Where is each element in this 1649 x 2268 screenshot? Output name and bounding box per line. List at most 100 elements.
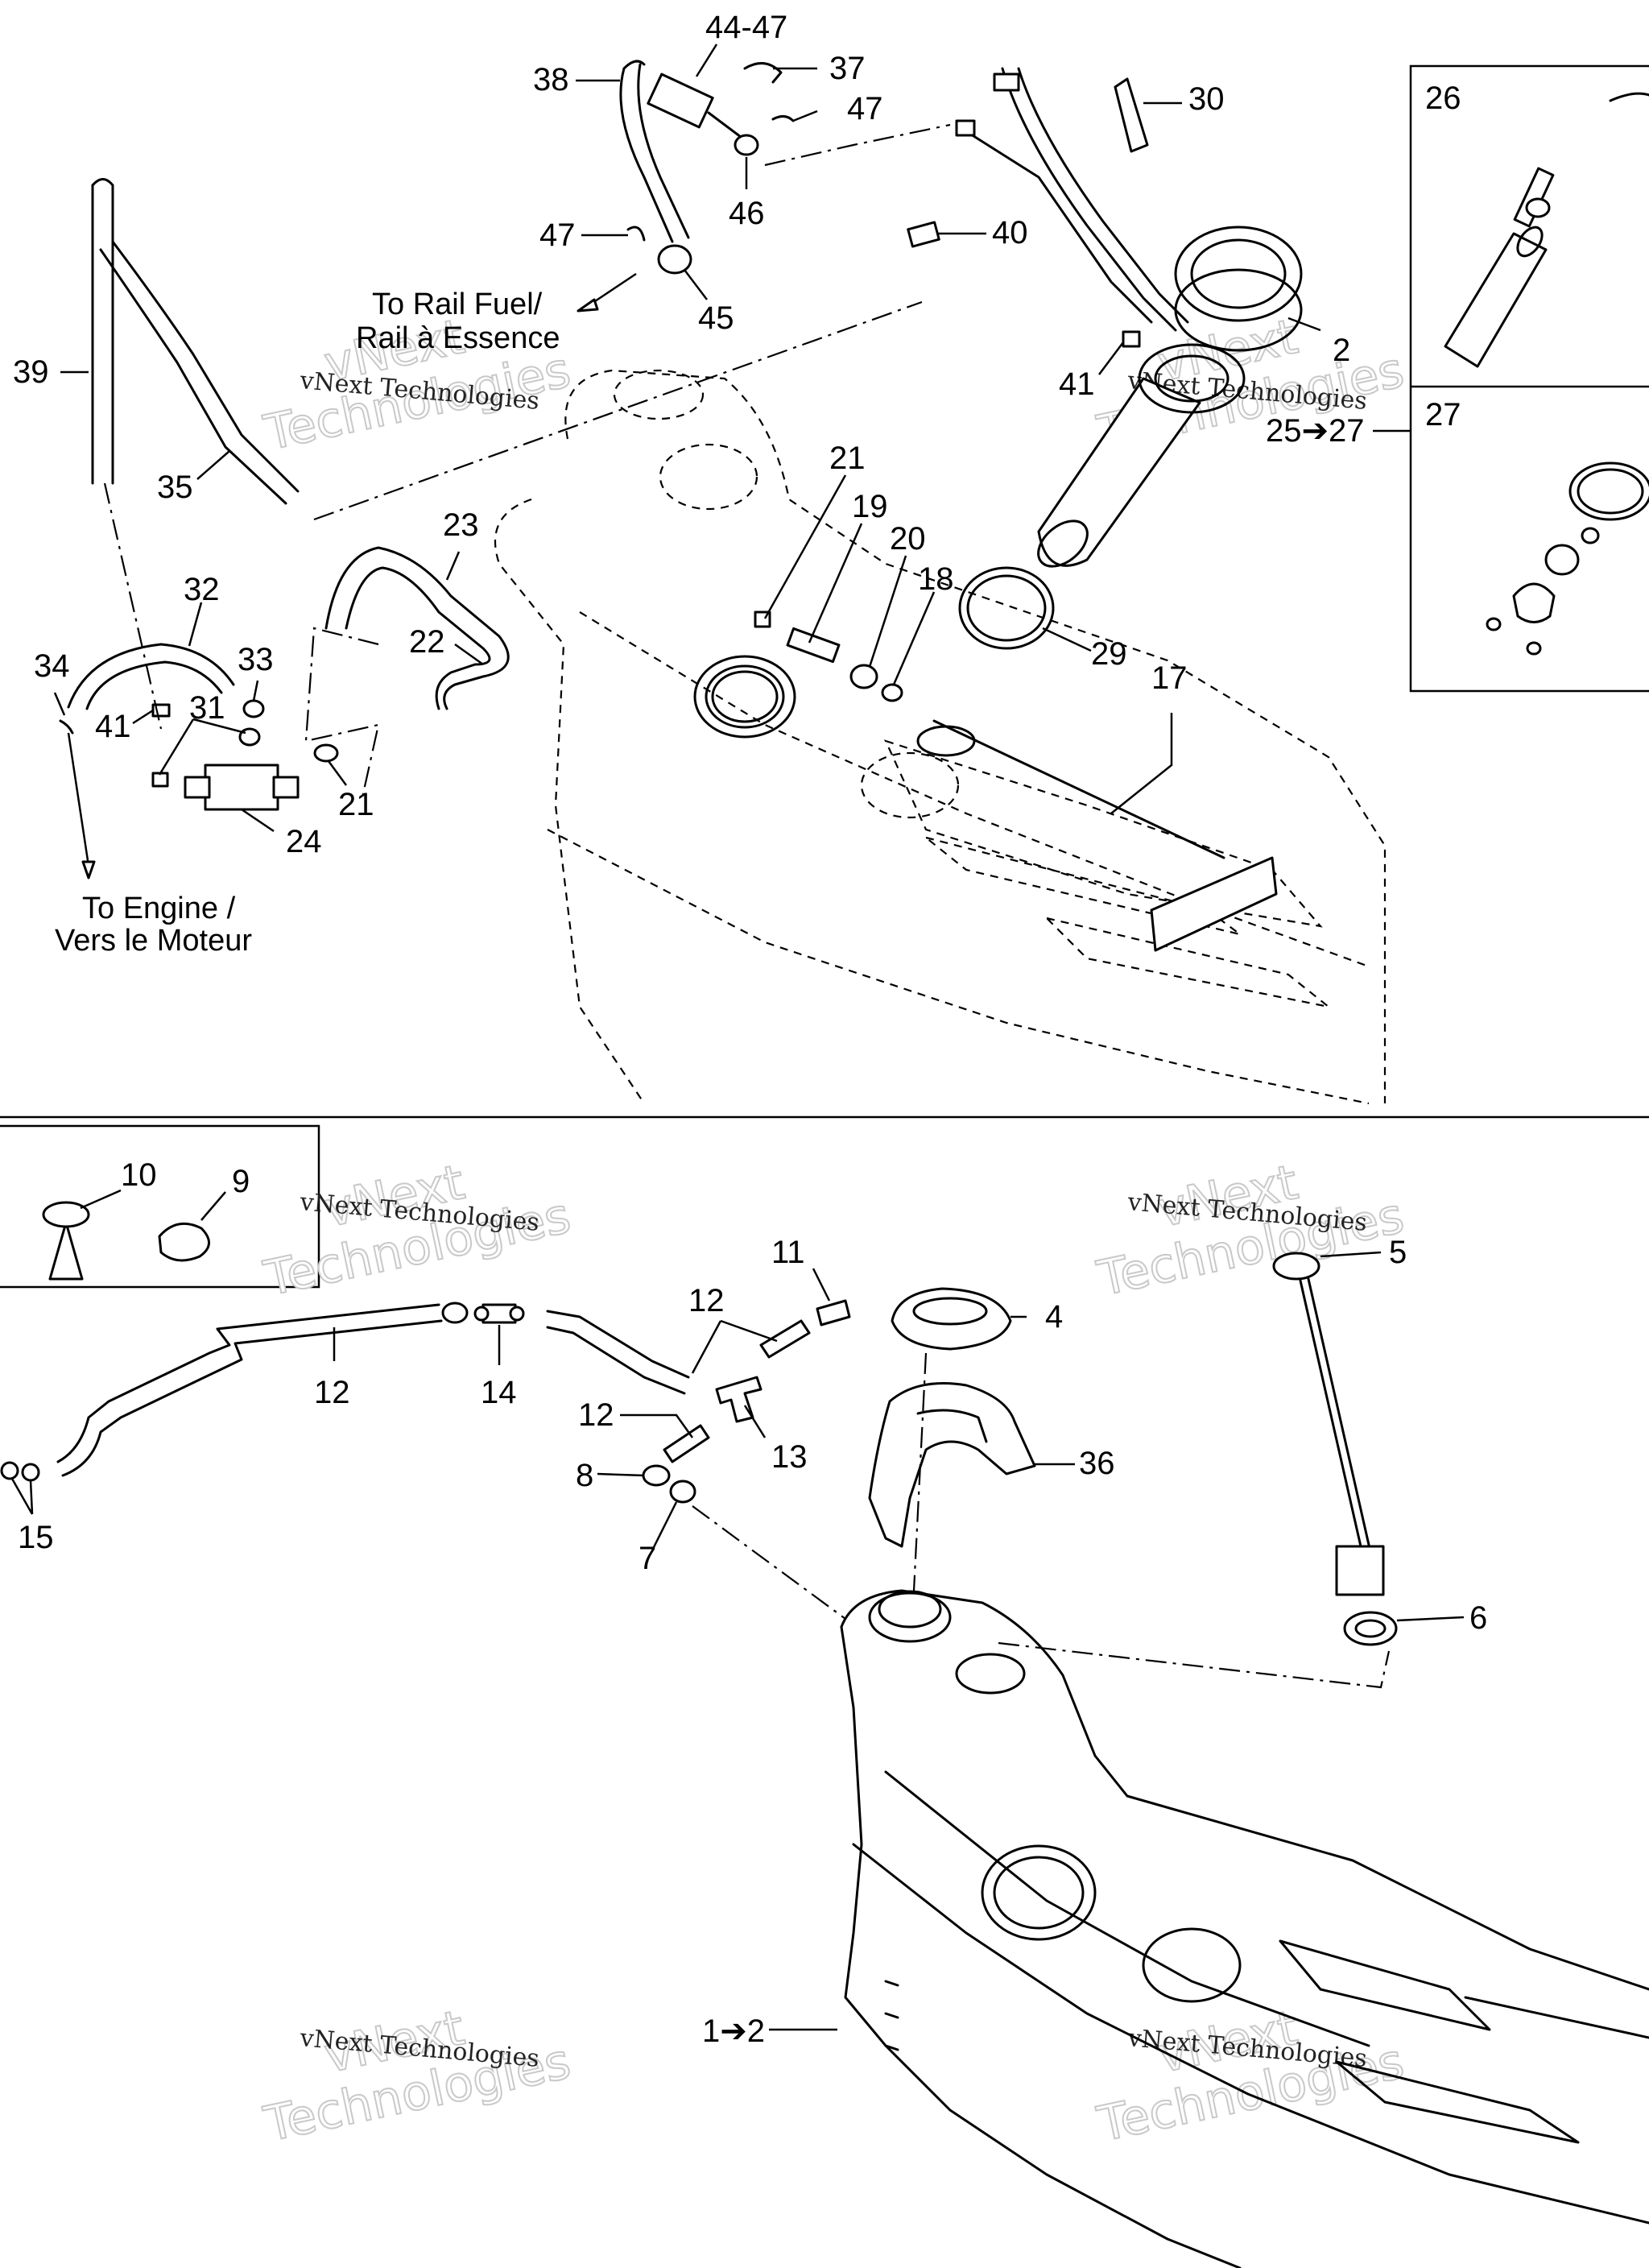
leader-15 xyxy=(10,1478,34,1515)
filler-cap-4 xyxy=(891,1287,1012,1351)
short-hoses-and-tee xyxy=(642,1299,851,1504)
callout-17: 17 xyxy=(1151,660,1188,696)
bracket-36-opening xyxy=(916,1409,988,1443)
leader-45 xyxy=(684,269,708,300)
lower-tank-1-2 xyxy=(840,1589,1649,2268)
tee-fitting-13 xyxy=(715,1376,763,1423)
sender-float xyxy=(1150,856,1278,952)
leader-29 xyxy=(1042,627,1092,652)
inset-26-pump xyxy=(1444,92,1649,368)
leader-5 xyxy=(1320,1251,1382,1258)
inset-26-ring-edge xyxy=(1609,92,1649,102)
grommet-6-outer xyxy=(1343,1611,1398,1646)
leader-8 xyxy=(597,1472,645,1477)
hose-12-long-upper xyxy=(56,1303,440,1463)
tank-level-boss xyxy=(1142,1927,1242,2003)
tank-pump-opening-inner xyxy=(993,1856,1085,1930)
leader-18 xyxy=(892,591,936,685)
direction-notes: To Rail Fuel/ Rail à Essence To Engine /… xyxy=(55,288,560,958)
pump-ring-assembly xyxy=(693,655,796,739)
pump-lock-ring-opening xyxy=(711,670,779,723)
pump-filter-end xyxy=(1037,519,1089,568)
pump-lock-ring-inner xyxy=(705,664,785,729)
vent-hose-39-35 xyxy=(91,178,300,505)
check-valve-inlet xyxy=(473,1306,490,1322)
callout-36: 36 xyxy=(1079,1446,1115,1481)
leader-10 xyxy=(80,1189,122,1210)
cap-15-left xyxy=(0,1461,19,1480)
leader-6 xyxy=(1396,1616,1465,1622)
clip-47-lower xyxy=(626,226,646,242)
filler-cap-top xyxy=(912,1297,988,1326)
callout-22: 22 xyxy=(409,624,445,660)
hose-39-top xyxy=(91,178,114,187)
pump-module-flange-inner xyxy=(1154,354,1230,403)
chain-46-to-pump xyxy=(764,123,951,167)
callout-7: 7 xyxy=(639,1541,656,1576)
valve-port-left xyxy=(184,776,211,799)
tank-side-crease xyxy=(884,1770,1370,2047)
callout-9: 9 xyxy=(232,1164,250,1199)
grommet-7 xyxy=(669,1480,696,1504)
lock-ring-outer xyxy=(1174,226,1303,322)
callout-labels: 44-47 37 38 47 46 47 45 30 40 2 41 25➔27… xyxy=(13,10,1487,2049)
leader-9 xyxy=(200,1191,226,1221)
callout-1-2: 1➔2 xyxy=(702,2013,765,2049)
callout-29: 29 xyxy=(1091,636,1127,672)
tank-hidden-rib-1 xyxy=(925,836,1241,936)
callout-21-upper: 21 xyxy=(829,441,866,476)
inset-box-9-10 xyxy=(0,1124,320,1289)
valve-body-24 xyxy=(204,764,279,811)
callout-39: 39 xyxy=(13,354,49,390)
part-41-clip-upper xyxy=(1122,330,1141,348)
pump-hose-clip xyxy=(993,72,1020,92)
push-rivet-10-shank xyxy=(48,1221,84,1281)
vent-hose-12-mid xyxy=(546,1310,690,1395)
leader-47-upper xyxy=(792,110,818,122)
fitting-11 xyxy=(816,1299,851,1326)
tank-hidden-rib-2 xyxy=(1044,917,1329,1008)
hose-32-lower xyxy=(85,660,223,710)
pump-outlet-hose xyxy=(955,67,1189,332)
callout-32: 32 xyxy=(184,572,220,607)
inset-26-pump-top xyxy=(1516,226,1544,258)
inset-26-clamp xyxy=(1525,197,1551,218)
lock-ring-inner xyxy=(1190,238,1287,309)
leader-17 xyxy=(1110,713,1173,814)
cap-15-right xyxy=(21,1463,40,1482)
tank-hidden-edge-low xyxy=(547,829,1370,1105)
clamp-37 xyxy=(743,62,783,84)
inset-27-ball-small xyxy=(1581,527,1600,544)
callout-19: 19 xyxy=(852,489,888,524)
sender-head xyxy=(916,725,976,757)
callout-6: 6 xyxy=(1469,1600,1487,1636)
callout-23: 23 xyxy=(443,507,479,543)
gauge-cap xyxy=(1272,1252,1320,1281)
leader-41-upper xyxy=(1098,341,1124,375)
inset-27-valve xyxy=(1512,582,1556,623)
callout-41-lower: 41 xyxy=(95,709,131,744)
hose-38-line-a xyxy=(619,67,674,243)
inset-27-ball-large xyxy=(1544,544,1580,576)
tank-rib-1 xyxy=(1279,1939,1491,2031)
leader-12-short xyxy=(620,1413,694,1438)
tank-rib-edge xyxy=(1464,1996,1649,2039)
callout-37: 37 xyxy=(829,51,866,86)
quick-connector-stem xyxy=(707,111,742,139)
callout-46: 46 xyxy=(729,196,765,231)
hose-12-short-upper xyxy=(759,1319,811,1359)
tank-hatch-marks xyxy=(884,1980,899,2051)
frames xyxy=(0,64,1649,1289)
bracket-36 xyxy=(868,1382,1036,1548)
leader-31 xyxy=(158,718,246,776)
callout-44-47: 44-47 xyxy=(705,10,787,45)
callout-45: 45 xyxy=(698,300,734,336)
callout-14: 14 xyxy=(481,1375,517,1410)
callout-5: 5 xyxy=(1389,1235,1407,1270)
callout-40: 40 xyxy=(992,215,1028,250)
elbow-8 xyxy=(642,1464,671,1487)
note-to-engine: To Engine / xyxy=(82,892,236,925)
gasket-inner xyxy=(966,574,1047,642)
leader-2-upper xyxy=(1287,317,1321,332)
leader-21-lower xyxy=(327,760,348,786)
